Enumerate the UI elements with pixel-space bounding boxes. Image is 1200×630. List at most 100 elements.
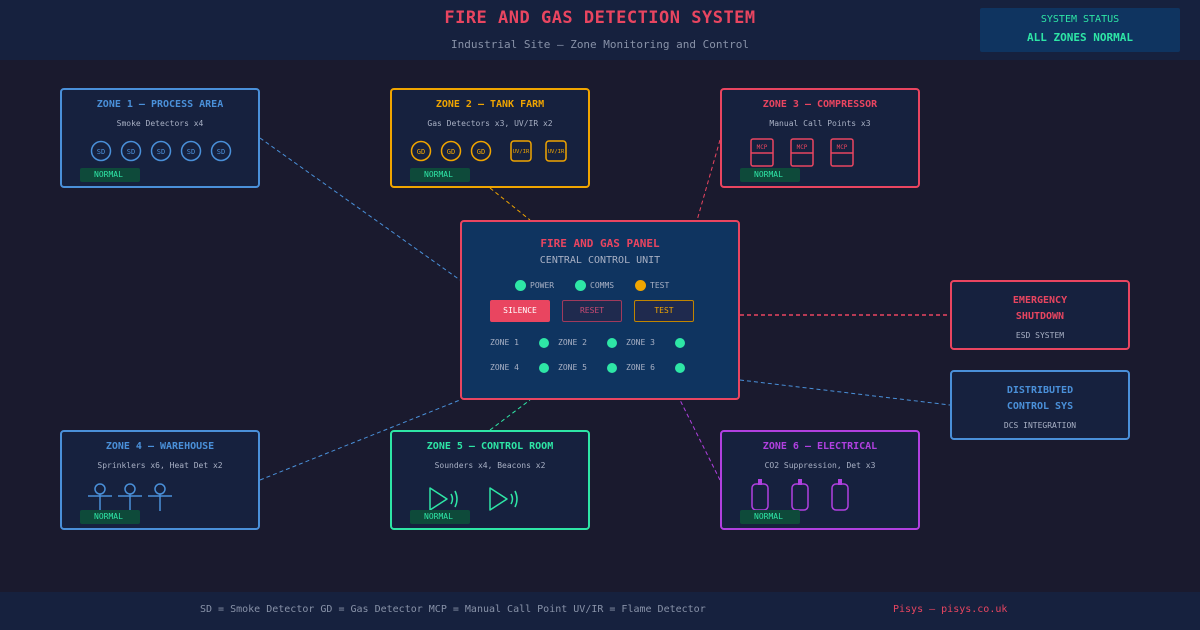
flame-detector-icon: [510, 140, 532, 162]
silence-button[interactable]: SILENCE: [490, 300, 550, 322]
zone-1-box: ZONE 1 — PROCESS AREA Smoke Detectors x4…: [60, 88, 260, 188]
panel-zone-label: ZONE 3: [626, 338, 655, 347]
panel-zone-label: ZONE 1: [490, 338, 519, 347]
flame-detector-icon: [545, 140, 567, 162]
device-label: GD: [477, 148, 485, 156]
sounder-icon: [489, 487, 518, 511]
esd-system-box: EMERGENCY SHUTDOWN ESD SYSTEM: [950, 280, 1130, 350]
zone-2-status-badge: NORMAL: [410, 168, 470, 182]
footer-bar: SD = Smoke Detector GD = Gas Detector MC…: [0, 592, 1200, 630]
device-label: MCP: [797, 144, 808, 151]
zone-3-title: ZONE 3 — COMPRESSOR: [762, 99, 878, 110]
device-label: SD: [97, 148, 105, 156]
device-label: MCP: [837, 144, 848, 151]
device-label: UV/IR: [513, 149, 530, 155]
wire-zone5: [489, 399, 531, 431]
smoke-detector-icon: [90, 140, 112, 162]
indicator-light: [635, 280, 646, 291]
zone-1-subtitle: Smoke Detectors x4: [116, 119, 204, 128]
device-label: SD: [217, 148, 225, 156]
panel-zone-label: ZONE 6: [626, 363, 655, 372]
dcs-title-line2: CONTROL SYS: [1006, 401, 1074, 412]
test-indicator: TEST: [635, 280, 669, 291]
dcs-system-box: DISTRIBUTED CONTROL SYS DCS INTEGRATION: [950, 370, 1130, 440]
wire-zone6: [679, 399, 721, 481]
zone-3-subtitle: Manual Call Points x3: [769, 119, 871, 128]
zone-1-title: ZONE 1 — PROCESS AREA: [96, 99, 224, 110]
zone-4-status-light: [539, 363, 549, 373]
device-label: GD: [447, 148, 455, 156]
zone-6-status-badge: NORMAL: [740, 510, 800, 524]
zone-5-subtitle: Sounders x4, Beacons x2: [434, 461, 546, 470]
zone-3-status-badge: NORMAL: [740, 168, 800, 182]
zone-2-title: ZONE 2 — TANK FARM: [435, 99, 545, 110]
indicator-light: [515, 280, 526, 291]
zone-1-status-badge: NORMAL: [80, 168, 140, 182]
comms-indicator: COMMS: [575, 280, 614, 291]
zone-5-status-light: [607, 363, 617, 373]
credit-link[interactable]: Pisys — pisys.co.uk: [893, 604, 1008, 615]
device-label: UV/IR: [548, 149, 565, 155]
zone-6-title: ZONE 6 — ELECTRICAL: [762, 441, 878, 452]
dcs-title-line1: DISTRIBUTED: [1006, 385, 1074, 396]
header-bar: FIRE AND GAS DETECTION SYSTEM Industrial…: [0, 0, 1200, 60]
zone-2-subtitle: Gas Detectors x3, UV/IR x2: [427, 119, 553, 128]
sprinkler-icon: [148, 483, 172, 511]
power-indicator: POWER: [515, 280, 554, 291]
gas-detector-icon: [410, 140, 432, 162]
fire-gas-panel: FIRE AND GAS PANEL CENTRAL CONTROL UNIT …: [460, 220, 740, 400]
wire-zone4: [259, 399, 461, 481]
zone-2-status-light: [607, 338, 617, 348]
co2-cylinder-icons: [751, 479, 849, 511]
zone-3-box: ZONE 3 — COMPRESSOR Manual Call Points x…: [720, 88, 920, 188]
device-legend: SD = Smoke Detector GD = Gas Detector MC…: [200, 604, 706, 615]
panel-subtitle: CENTRAL CONTROL UNIT: [539, 255, 661, 266]
zone-6-box: ZONE 6 — ELECTRICAL CO2 Suppression, Det…: [720, 430, 920, 530]
smoke-detector-icons: SD SD SD SD SD: [90, 140, 232, 162]
esd-subtitle: ESD SYSTEM: [1015, 331, 1065, 340]
dcs-subtitle: DCS INTEGRATION: [1003, 421, 1077, 430]
smoke-detector-icon: [180, 140, 202, 162]
call-point-icons: MCP MCP MCP: [750, 138, 854, 167]
gas-detector-icon: [470, 140, 492, 162]
device-label: SD: [127, 148, 135, 156]
panel-zone-label: ZONE 5: [558, 363, 587, 372]
indicator-label: POWER: [530, 281, 555, 290]
zone-4-box: ZONE 4 — WAREHOUSE Sprinklers x6, Heat D…: [60, 430, 260, 530]
zone-5-title: ZONE 5 — CONTROL ROOM: [426, 441, 554, 452]
indicator-label: TEST: [650, 281, 670, 290]
wire-dcs: [739, 379, 951, 406]
zone-5-box: ZONE 5 — CONTROL ROOM Sounders x4, Beaco…: [390, 430, 590, 530]
indicator-light: [575, 280, 586, 291]
sounder-icon: [429, 487, 458, 511]
zone-3-status-light: [675, 338, 685, 348]
page-subtitle: Industrial Site — Zone Monitoring and Co…: [450, 38, 749, 51]
sprinkler-icons: [88, 483, 172, 511]
esd-title-line1: EMERGENCY: [1012, 295, 1068, 306]
gas-detector-icons: GD GD GD UV/IR UV/IR: [410, 140, 567, 162]
panel-zone-label: ZONE 4: [490, 363, 519, 372]
device-label: SD: [187, 148, 195, 156]
smoke-detector-icon: [150, 140, 172, 162]
zone-5-status-badge: NORMAL: [410, 510, 470, 524]
zone-4-status-badge: NORMAL: [80, 510, 140, 524]
zone-4-title: ZONE 4 — WAREHOUSE: [105, 441, 215, 452]
smoke-detector-icon: [120, 140, 142, 162]
panel-title: FIRE AND GAS PANEL: [540, 237, 660, 250]
test-button[interactable]: TEST: [634, 300, 694, 322]
sounder-icons: [429, 487, 518, 511]
wire-zone1: [259, 137, 461, 281]
indicator-label: COMMS: [590, 281, 615, 290]
device-label: GD: [417, 148, 425, 156]
system-status-box: SYSTEM STATUS ALL ZONES NORMAL: [980, 8, 1180, 52]
panel-zone-label: ZONE 2: [558, 338, 587, 347]
co2-cylinder-icon: [831, 483, 849, 511]
zone-2-box: ZONE 2 — TANK FARM Gas Detectors x3, UV/…: [390, 88, 590, 188]
co2-cylinder-icon: [751, 483, 769, 511]
zone-1-status-light: [539, 338, 549, 348]
page-title: FIRE AND GAS DETECTION SYSTEM: [444, 8, 756, 28]
zone-4-subtitle: Sprinklers x6, Heat Det x2: [97, 461, 223, 470]
sprinkler-icon: [118, 483, 142, 511]
reset-button[interactable]: RESET: [562, 300, 622, 322]
wire-zone2: [489, 187, 531, 221]
